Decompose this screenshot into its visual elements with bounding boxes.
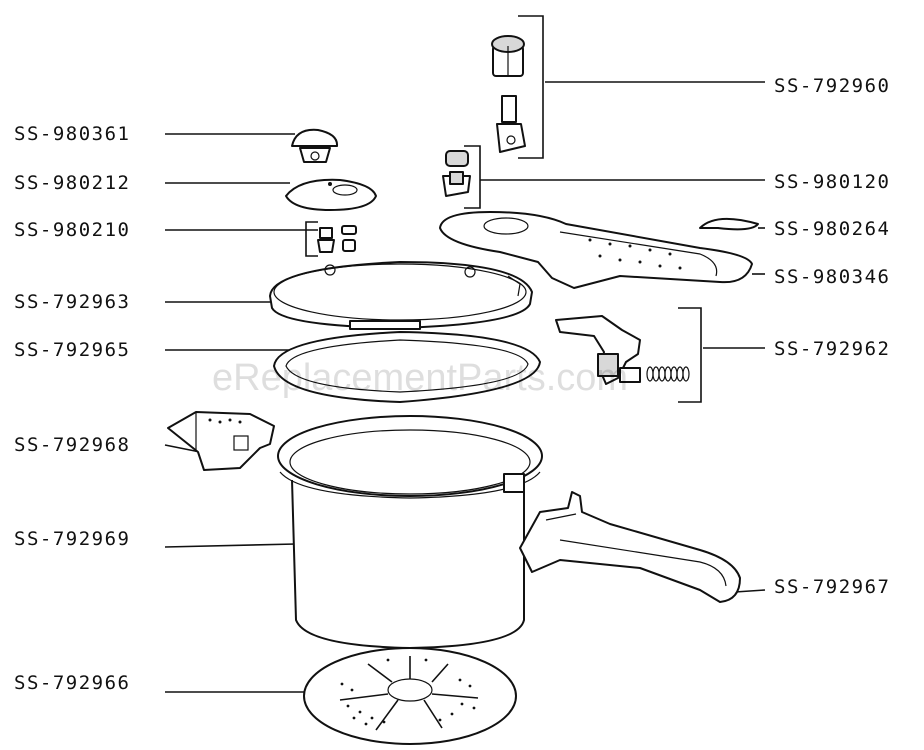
bracket-980120 <box>464 145 481 209</box>
gasket-part <box>273 331 541 403</box>
label-valve-cover: SS-980212 <box>14 172 131 194</box>
leader-792968 <box>164 444 201 453</box>
valve-cover-part <box>285 178 377 211</box>
label-handle-seal: SS-980264 <box>774 218 891 240</box>
label-locking-mechanism: SS-792962 <box>774 338 891 360</box>
label-safety-valve: SS-980120 <box>774 171 891 193</box>
handle-seal-part <box>699 217 759 231</box>
leader-lines <box>164 15 766 693</box>
label-helper-handle: SS-792968 <box>14 434 131 456</box>
lid-handle-part <box>439 211 753 289</box>
pressure-regulator-part <box>491 35 526 153</box>
label-steam-basket: SS-792966 <box>14 672 131 694</box>
label-pot-body: SS-792969 <box>14 528 131 550</box>
label-gasket: SS-792965 <box>14 339 131 361</box>
helper-handle-part <box>167 411 275 471</box>
label-lid-valve: SS-980361 <box>14 123 131 145</box>
leader-792969 <box>164 543 297 548</box>
label-main-handle: SS-792967 <box>774 576 891 598</box>
label-lid: SS-792963 <box>14 291 131 313</box>
bracket-980210 <box>305 221 318 257</box>
valve-small-parts <box>317 225 357 253</box>
label-lid-handle: SS-980346 <box>774 266 891 288</box>
bracket-792962 <box>678 307 702 403</box>
pot-body-part <box>277 415 543 649</box>
leader-792967 <box>734 589 766 593</box>
locking-mechanism-part <box>555 315 690 385</box>
bracket-792960 <box>518 15 544 159</box>
watermark-text: eReplacementParts.com <box>212 357 629 399</box>
label-valve-small-parts: SS-980210 <box>14 219 131 241</box>
label-pressure-regulator: SS-792960 <box>774 75 891 97</box>
spring <box>646 366 690 382</box>
safety-valve-part <box>442 150 471 197</box>
steam-basket-part <box>303 647 517 745</box>
lid-valve-part <box>291 128 339 163</box>
lid-part <box>269 261 533 330</box>
basket-holes <box>340 658 476 726</box>
main-handle-part <box>519 491 741 603</box>
